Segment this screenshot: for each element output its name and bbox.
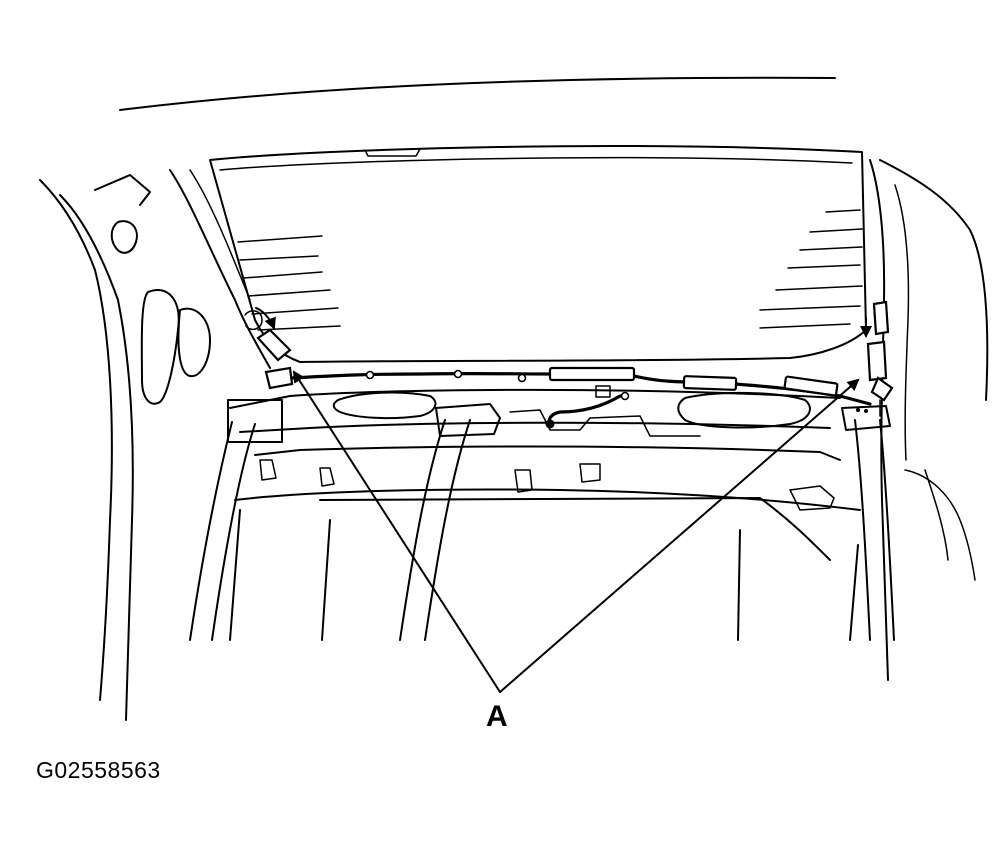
seat-panel-left <box>229 509 331 641</box>
seatbelt-right <box>854 419 895 641</box>
left-panel-hole-2 <box>140 289 180 405</box>
seatbelt-left-guide <box>227 399 283 443</box>
roof-line <box>119 76 836 111</box>
left-pillar-inner <box>59 194 134 721</box>
seatbelt-center <box>399 419 471 641</box>
shelf-cutout-left <box>332 391 437 420</box>
harness-terminal <box>545 419 555 429</box>
harness-branch <box>547 394 622 426</box>
right-panel-detail-2 <box>924 469 949 561</box>
defroster-lines-left <box>237 235 341 331</box>
seat-bracket-2 <box>319 467 335 487</box>
connector-left <box>244 307 294 390</box>
rear-window-inner <box>219 156 853 171</box>
shelf-square <box>595 385 611 398</box>
seat-back-lower <box>319 497 831 561</box>
callout-leader-left <box>292 370 501 693</box>
shelf-cutout-right <box>677 391 811 429</box>
seatbelt-left <box>189 421 256 641</box>
seat-bracket-4 <box>579 463 601 483</box>
left-pillar-edge-2 <box>189 169 251 301</box>
left-panel-upper <box>94 174 151 206</box>
defroster-lines-right <box>759 209 863 329</box>
seatbelt-center-guide <box>435 403 501 437</box>
callout-leader-right <box>499 378 860 693</box>
figure-id: G02558563 <box>36 757 161 783</box>
left-c-pillar <box>39 179 113 701</box>
seat-bracket-5 <box>789 485 835 511</box>
right-pillar-inner <box>894 184 910 461</box>
right-pillar-outer <box>879 159 989 401</box>
callout-label-a: A <box>486 700 508 733</box>
harness-clip-dots <box>365 369 630 401</box>
window-notch <box>364 148 421 157</box>
connector-right <box>856 300 894 417</box>
seat-back-frame <box>234 488 861 511</box>
seatbelt-right-guide <box>841 405 891 431</box>
right-panel-detail <box>904 469 976 581</box>
harness-tape-sleeves <box>548 366 839 397</box>
left-pillar-edge <box>169 169 271 369</box>
right-c-pillar <box>869 159 889 681</box>
left-panel-hole-1 <box>110 220 138 254</box>
shelf-mount-center <box>509 409 701 437</box>
seat-bracket-1 <box>259 459 277 481</box>
left-panel-hole-3 <box>177 307 211 378</box>
rear-shelf-rear <box>239 421 831 433</box>
seat-back-top <box>254 445 841 461</box>
rear-window-frame <box>209 145 867 363</box>
seat-bracket-3 <box>514 469 533 493</box>
seat-panel-right <box>737 529 859 641</box>
